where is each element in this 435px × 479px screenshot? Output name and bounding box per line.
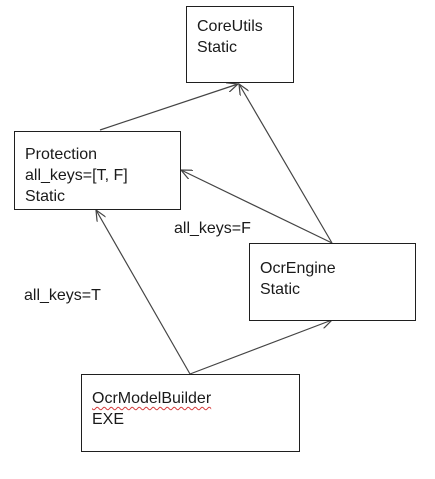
node-coreutils-title: CoreUtils [197, 18, 263, 35]
edge-label-all-keys-t: all_keys=T [24, 287, 101, 304]
edge-protection-to-coreutils [99, 84, 238, 131]
node-ocrmodelbuilder-title: OcrModelBuilder [92, 390, 212, 407]
node-ocrmodelbuilder-kind: EXE [92, 411, 125, 428]
node-coreutils: CoreUtils Static [186, 6, 294, 83]
edge-ocrengine-to-coreutils [239, 84, 333, 244]
node-ocrengine-kind: Static [260, 281, 301, 298]
node-ocrengine-title: OcrEngine [260, 260, 336, 277]
edge-label-all-keys-f: all_keys=F [174, 220, 251, 237]
node-protection: Protection all_keys=[T, F] Static [14, 131, 181, 210]
node-ocrengine: OcrEngine Static [249, 243, 416, 321]
edge-ocrengine-to-protection [181, 170, 333, 244]
node-protection-keys: all_keys=[T, F] [25, 167, 128, 184]
node-ocrmodelbuilder: OcrModelBuilder EXE [81, 374, 300, 452]
node-protection-title: Protection [25, 146, 98, 163]
node-protection-kind: Static [25, 188, 66, 205]
edge-ocrmodelbuilder-to-protection [96, 210, 191, 375]
edge-ocrmodelbuilder-to-ocrengine [189, 320, 332, 375]
node-coreutils-kind: Static [197, 39, 238, 56]
